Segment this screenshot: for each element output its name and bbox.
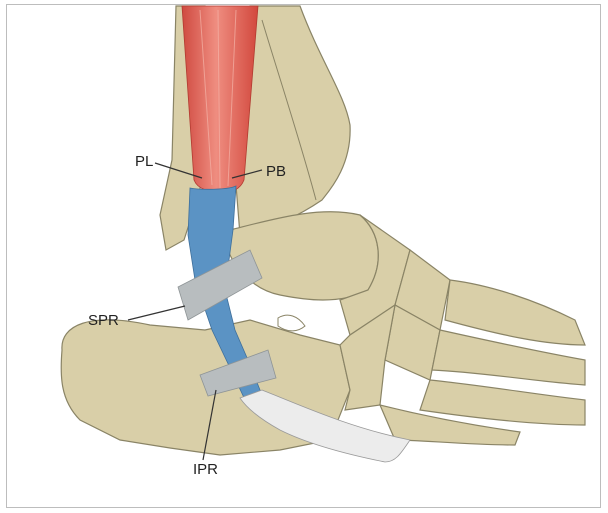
metatarsal-bone-3	[420, 380, 585, 425]
spr-leader-line	[128, 306, 185, 320]
spr-label: SPR	[88, 312, 119, 329]
sinus-tarsi	[278, 315, 305, 331]
ipr-label: IPR	[193, 461, 218, 478]
pb-label: PB	[266, 163, 286, 180]
pl-label: PL	[135, 153, 153, 170]
